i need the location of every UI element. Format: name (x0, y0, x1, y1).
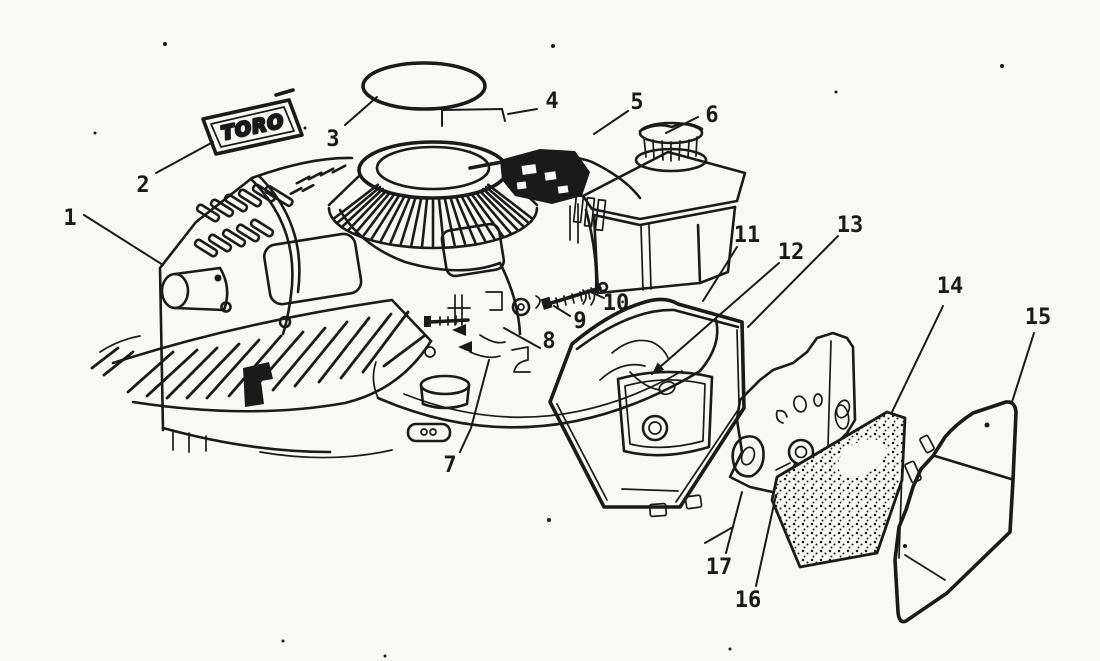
air-cleaner-base (548, 297, 746, 518)
callout-leader-3 (344, 96, 378, 126)
callout-leader-12 (651, 262, 780, 375)
fuel-cap (634, 121, 708, 173)
callout-4: 4 (545, 89, 558, 114)
base-foot (406, 422, 452, 443)
callout-leader-7 (459, 359, 490, 453)
bolt-long (540, 281, 609, 310)
scan-specks (93, 42, 1004, 658)
callout-11: 11 (734, 223, 761, 248)
callout-leader-4 (441, 107, 506, 127)
filter-element (770, 399, 907, 569)
callout-leader-11 (702, 246, 738, 302)
callout-3: 3 (326, 127, 339, 152)
callout-leader-13 (747, 235, 839, 328)
shroud-recess-panel (262, 232, 363, 306)
callout-leader-14 (891, 305, 944, 413)
callout-leader-10 (587, 290, 605, 299)
fuel-tank (569, 121, 747, 295)
callout-leader-2 (155, 141, 214, 174)
callout-leader-17 (704, 526, 734, 544)
callout-15: 15 (1025, 305, 1052, 330)
flywheel-screen-fins (332, 183, 534, 248)
callout-leader-17 (725, 491, 743, 554)
callout-arrowhead-12 (652, 362, 665, 374)
callout-leader-8 (503, 327, 541, 349)
assembly-arrow (452, 324, 466, 336)
ignition-module (468, 149, 607, 232)
engine-shroud (262, 154, 642, 336)
callout-leader-1 (83, 214, 164, 266)
muffler-hatching (90, 298, 433, 413)
callout-7: 7 (443, 453, 456, 478)
callout-16: 16 (735, 588, 762, 613)
callout-6: 6 (705, 103, 718, 128)
oval-ring (361, 61, 487, 111)
callout-leader-6 (665, 116, 699, 134)
callout-14: 14 (937, 274, 964, 299)
engine-base (259, 318, 719, 459)
spark-plug-boss (160, 266, 232, 313)
blower-housing (158, 156, 354, 454)
toro-decal: TORO (201, 98, 304, 156)
callout-leader-4 (507, 108, 538, 115)
callout-12: 12 (778, 240, 805, 265)
muffler-deflector (243, 362, 273, 407)
callout-leader-9 (553, 305, 571, 317)
assembly-arrow (458, 341, 472, 353)
air-cleaner-cover (893, 400, 1018, 624)
callout-1: 1 (63, 206, 76, 231)
carburetor-parts (424, 281, 609, 373)
vent-slots (193, 164, 347, 258)
carb-bowl (419, 374, 471, 410)
callout-leader-15 (1011, 332, 1035, 403)
callout-17: 17 (706, 555, 733, 580)
callout-10: 10 (603, 291, 630, 316)
bolt-short (424, 315, 470, 327)
callout-9: 9 (573, 309, 586, 334)
callout-leader-5 (593, 110, 629, 135)
flywheel-screen (327, 140, 539, 250)
callout-leader-16 (755, 494, 777, 587)
callout-2: 2 (136, 173, 149, 198)
gasket-teardrop (731, 435, 765, 478)
callout-5: 5 (630, 90, 643, 115)
callout-8: 8 (542, 329, 555, 354)
callout-13: 13 (837, 213, 864, 238)
